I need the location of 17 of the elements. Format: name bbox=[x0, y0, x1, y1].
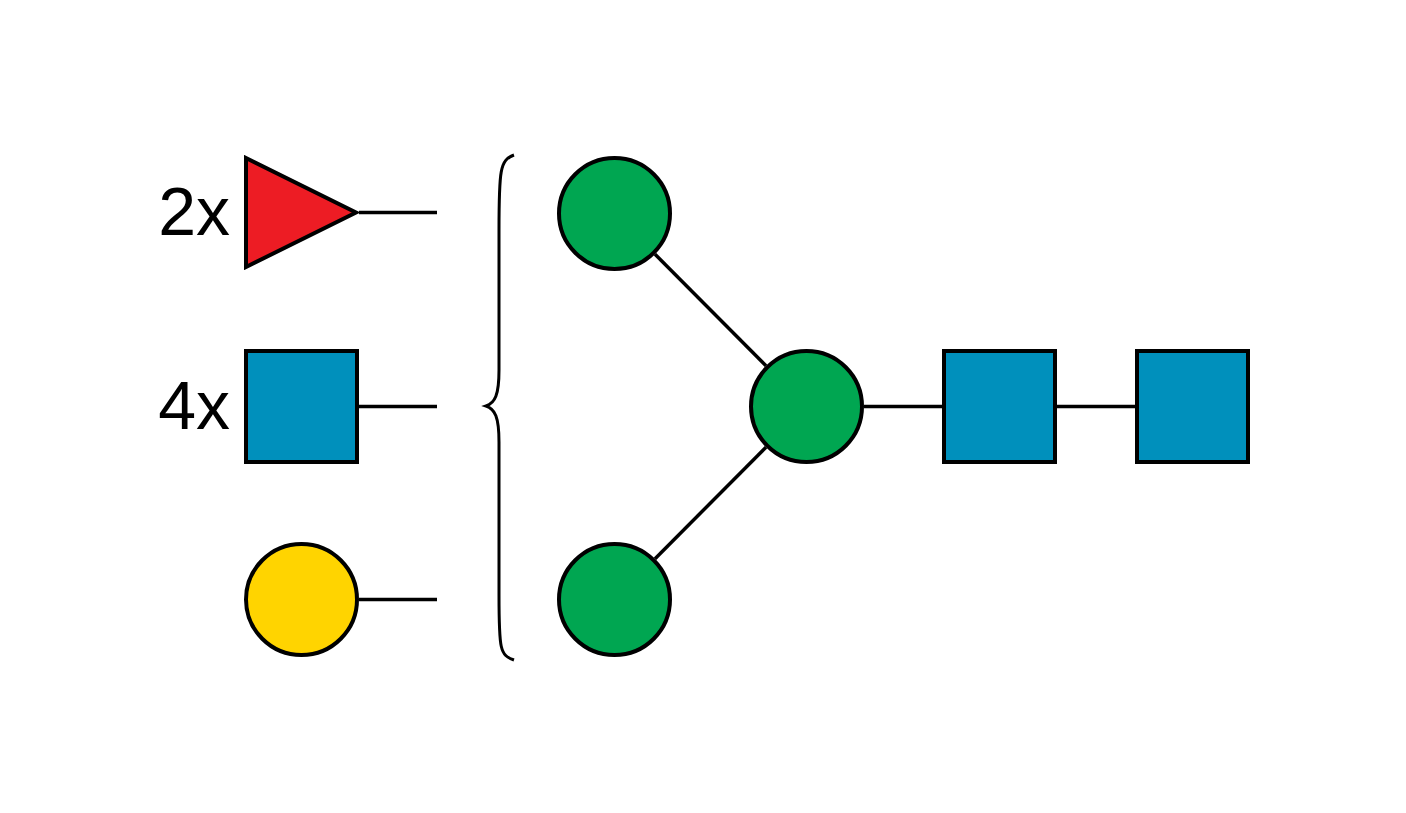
circle-symbol bbox=[557, 156, 672, 271]
circle-symbol bbox=[749, 349, 864, 464]
connector-line bbox=[359, 404, 437, 409]
connector-line bbox=[864, 404, 942, 409]
box-symbol bbox=[1135, 349, 1250, 464]
circle-symbol bbox=[557, 542, 672, 657]
multiplier-label: 4x bbox=[158, 370, 230, 439]
triangle-symbol bbox=[244, 155, 359, 270]
box-symbol bbox=[942, 349, 1057, 464]
connector-line bbox=[359, 597, 437, 602]
box-symbol bbox=[244, 349, 359, 464]
connector-line bbox=[653, 253, 768, 367]
connector-line bbox=[653, 446, 768, 560]
connector-line bbox=[359, 210, 437, 215]
multiplier-label: 2x bbox=[158, 176, 230, 245]
circle-symbol bbox=[244, 542, 359, 657]
connector-line bbox=[1057, 404, 1135, 409]
